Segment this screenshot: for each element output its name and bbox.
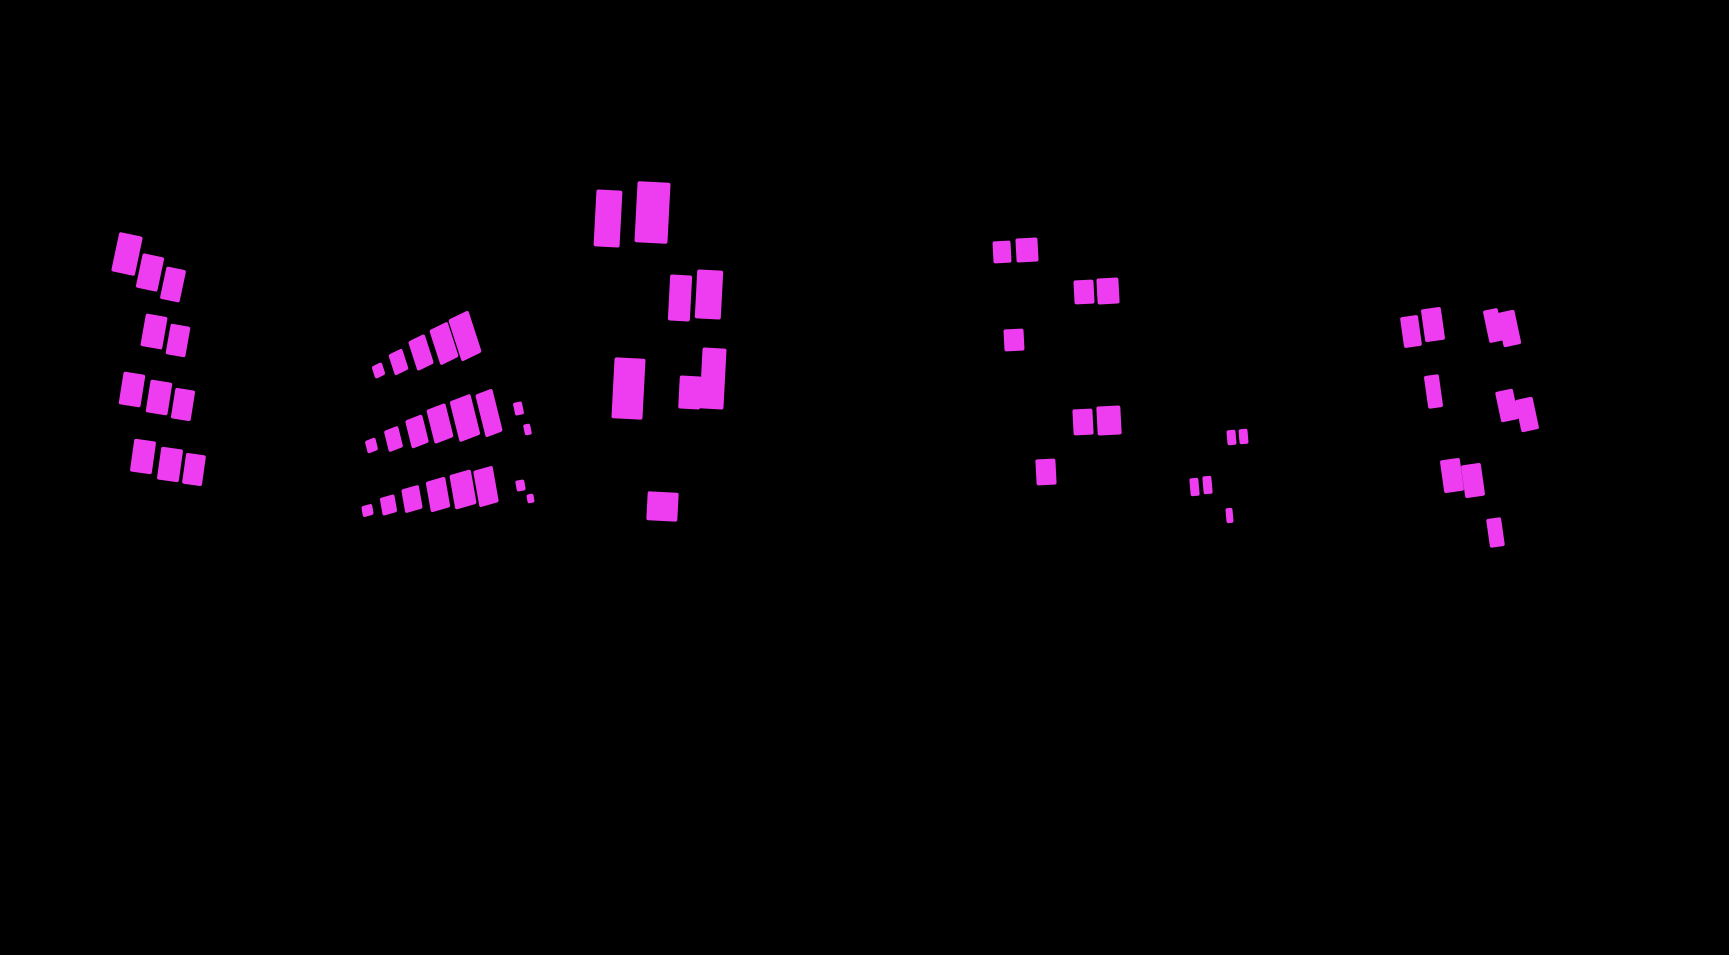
center-tall-building-window-blob (611, 357, 646, 420)
small-marks-window-blob (1202, 475, 1213, 495)
right-building-window-blob (1420, 306, 1446, 343)
fan-rows-building-window-blob (371, 361, 386, 380)
right-center-building-window-blob (992, 240, 1012, 264)
fan-rows-building-window-blob (449, 469, 477, 510)
left-building-window-blob (135, 253, 165, 292)
left-building-window-blob (181, 452, 207, 487)
fan-rows-building-window-blob (473, 465, 499, 508)
fan-rows-building-window-blob (408, 333, 434, 372)
left-building-window-blob (170, 387, 196, 422)
left-building-window-blob (156, 446, 184, 483)
center-tall-building-window-blob (699, 347, 727, 410)
right-center-building-window-blob (1072, 408, 1094, 436)
fan-rows-building-window-blob (405, 414, 429, 449)
left-building-window-blob (165, 323, 191, 358)
right-center-building-window-blob (1096, 405, 1122, 436)
small-marks-window-blob (1189, 477, 1200, 497)
right-center-building-window-blob (1073, 279, 1095, 305)
left-building-window-blob (129, 438, 157, 475)
fan-rows-building-window-blob (425, 476, 451, 513)
center-tall-building-window-blob (646, 491, 679, 522)
center-tall-building-window-blob (667, 274, 693, 322)
right-building-window-blob (1514, 396, 1540, 433)
center-tall-building-window-blob (593, 189, 623, 248)
fan-rows-building-window-blob (383, 425, 404, 453)
left-building-window-blob (111, 231, 143, 277)
right-center-building-window-blob (1015, 237, 1039, 263)
small-marks-window-blob (1225, 507, 1234, 524)
fan-rows-building-window-blob (364, 437, 379, 454)
right-building-window-blob (1486, 517, 1505, 548)
right-center-building-window-blob (1003, 328, 1025, 352)
small-marks-window-blob (1238, 428, 1249, 445)
fan-rows-building-window-blob (401, 484, 423, 514)
fan-rows-building-window-blob (512, 401, 525, 416)
left-building-window-blob (145, 379, 173, 416)
right-building-window-blob (1460, 462, 1486, 499)
center-tall-building-window-blob (694, 269, 724, 320)
small-marks-window-blob (1226, 429, 1237, 446)
fan-rows-building-window-blob (361, 503, 374, 518)
right-building-window-blob (1439, 457, 1465, 494)
right-center-building-window-blob (1035, 458, 1057, 486)
fan-rows-building-window-blob (388, 348, 409, 376)
fan-rows-building-window-blob (515, 479, 526, 492)
left-building-window-blob (159, 266, 187, 303)
fan-rows-building-window-blob (526, 493, 535, 504)
right-building-window-blob (1496, 309, 1522, 348)
fan-rows-building-window-blob (522, 423, 533, 436)
center-tall-building-window-blob (678, 375, 702, 410)
center-tall-building-window-blob (634, 181, 671, 244)
fan-rows-building-window-blob (426, 402, 454, 445)
right-building-window-blob (1399, 314, 1423, 349)
left-building-window-blob (118, 371, 146, 408)
fan-rows-building-window-blob (379, 494, 398, 516)
left-building-window-blob (140, 313, 168, 350)
right-building-window-blob (1423, 374, 1444, 409)
right-center-building-window-blob (1096, 277, 1120, 305)
